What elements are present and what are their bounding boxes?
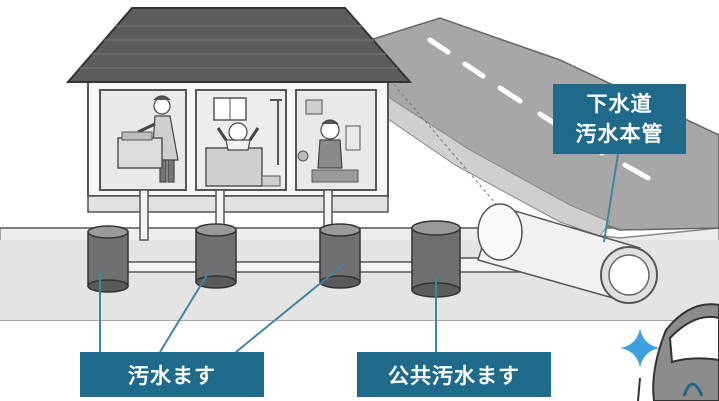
public-inspection-box-label: 公共汚水ます [357, 352, 551, 397]
house-sewer-pipe [109, 261, 441, 273]
person-bath [216, 122, 260, 151]
inspection-box-2 [195, 223, 237, 289]
shower-pipe [270, 99, 282, 165]
mascot-character [637, 303, 719, 401]
house-roof [65, 7, 413, 83]
person-toilet [317, 119, 343, 169]
kitchen-sink [117, 137, 163, 169]
toilet-mat [311, 169, 359, 183]
toilet-tank [345, 125, 361, 151]
main-sewer-label-line1: 下水道 [586, 92, 653, 116]
house-inspection-box-label: 汚水ます [80, 352, 264, 397]
inspection-box-3 [319, 223, 361, 289]
leader-lines [99, 153, 619, 353]
sparkle-icon [620, 328, 660, 368]
inspection-box-1 [87, 225, 129, 293]
public-inspection-box [411, 220, 461, 298]
bathtub [205, 147, 263, 187]
house-foundation [87, 195, 389, 213]
toilet-picture [305, 99, 323, 115]
main-sewer-label-line2: 汚水本管 [575, 122, 664, 146]
main-sewer-label: 下水道 汚水本管 [553, 84, 686, 154]
